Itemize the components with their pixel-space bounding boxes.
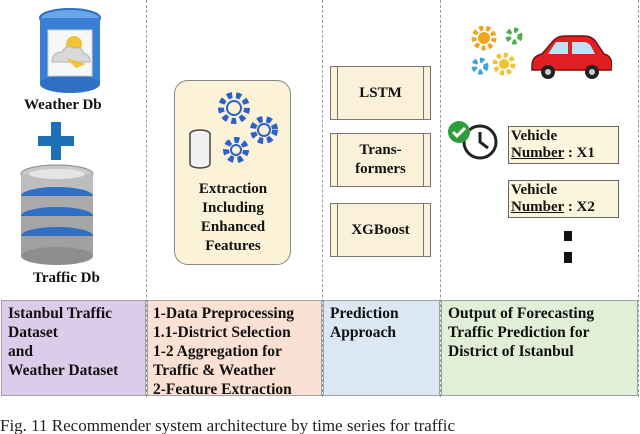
traffic-db-label: Traffic Db: [33, 270, 100, 286]
panel-dataset: Istanbul Traffic Dataset and Weather Dat…: [1, 300, 146, 396]
weather-db-icon: [39, 8, 101, 93]
ellipsis-mark-1: [564, 231, 572, 241]
model-xgboost: XGBoost: [330, 203, 431, 257]
vehicle-output-1-number: Number: [511, 145, 565, 161]
weather-db-label: Weather Db: [24, 97, 102, 113]
figure-caption: Fig. 11 Recommender system architecture …: [0, 416, 456, 434]
vehicle-output-1: Vehicle Number : X1: [508, 126, 619, 164]
vehicle-output-2-line1: Vehicle: [511, 182, 558, 198]
column-divider-2: [322, 0, 323, 397]
panel-prediction: Prediction Approach: [323, 300, 440, 396]
traffic-db-icon: [20, 164, 94, 265]
extraction-gears-icon: [189, 92, 278, 169]
plus-icon: [38, 122, 74, 160]
clock-check-icon: [448, 121, 498, 160]
column-divider-4: [638, 0, 639, 397]
vehicle-output-1-line1: Vehicle: [511, 128, 558, 144]
gears-icon: [471, 25, 523, 76]
extraction-box: [174, 80, 291, 265]
column-divider-3: [440, 0, 441, 397]
extraction-label: Extraction Including Enhanced Features: [198, 181, 268, 254]
vehicle-output-2-number: Number: [511, 199, 565, 215]
vehicle-output-2-value: : X2: [567, 199, 595, 215]
ellipsis-mark-2: [564, 252, 572, 263]
vehicle-output-1-value: : X1: [567, 145, 595, 161]
car-icon: [531, 35, 612, 79]
model-transformers: Trans- formers: [330, 133, 431, 187]
panel-preprocessing: 1-Data Preprocessing 1.1-District Select…: [147, 300, 322, 398]
model-lstm: LSTM: [330, 66, 431, 120]
panel-output: Output of Forecasting Traffic Prediction…: [441, 300, 638, 396]
column-divider-1: [146, 0, 147, 397]
vehicle-output-2: Vehicle Number : X2: [508, 180, 619, 218]
